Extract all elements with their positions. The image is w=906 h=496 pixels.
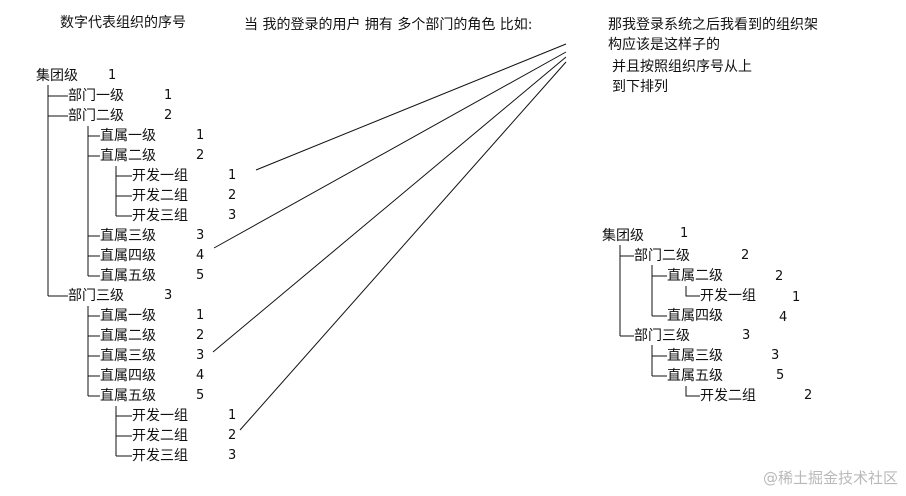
right-dept3-sub1-label: 直属三级 [667, 347, 723, 365]
left-dept1-order: 1 [164, 88, 173, 103]
right-dept3-sub2-label: 直属五级 [667, 367, 723, 385]
left-dept1-label: 部门一级 [68, 87, 124, 105]
left-dept3-group2-label: 开发二组 [132, 427, 188, 445]
right-root-label: 集团级 [602, 227, 644, 245]
left-dept2-group2-label: 开发二组 [132, 187, 188, 205]
left-dept3-direct5-label: 直属五级 [100, 387, 156, 405]
middle-caption: 当 我的登录的用户 拥有 多个部门的角色 比如: [244, 17, 533, 33]
right-dept2-sub1-order: 2 [775, 269, 784, 284]
right-caption-line-1: 那我登录系统之后我看到的组织架 [608, 17, 818, 33]
left-dept2-direct1-label: 直属一级 [100, 127, 156, 145]
left-dept2-direct2-order: 2 [196, 148, 205, 163]
left-dept3-direct4-order: 4 [196, 368, 205, 383]
left-dept2-direct5-order: 5 [196, 268, 205, 283]
right-dept2-sub2-label: 直属四级 [667, 307, 723, 325]
left-dept3-direct2-order: 2 [196, 328, 205, 343]
right-dept3-group-order: 2 [804, 388, 813, 403]
right-dept2-group-label: 开发一组 [700, 287, 756, 305]
left-caption: 数字代表组织的序号 [60, 15, 186, 31]
left-dept3-direct1-order: 1 [196, 308, 205, 323]
left-dept3-direct4-label: 直属四级 [100, 367, 156, 385]
left-root-order: 1 [108, 68, 117, 83]
right-dept3-order: 3 [742, 328, 751, 343]
right-dept3-label: 部门三级 [634, 327, 690, 345]
right-dept3-group-label: 开发二组 [700, 387, 756, 405]
left-dept2-direct2-label: 直属二级 [100, 147, 156, 165]
right-dept3-sub2-order: 5 [776, 368, 785, 383]
pointer-line-2 [213, 51, 567, 249]
left-dept3-label: 部门三级 [68, 287, 124, 305]
right-dept3-sub1-order: 3 [771, 348, 780, 363]
left-dept2-group3-order: 3 [228, 208, 237, 223]
right-dept2-sub2-order: 4 [779, 310, 788, 325]
left-dept3-order: 3 [164, 288, 173, 303]
right-dept2-group-order: 1 [792, 290, 801, 305]
left-dept2-group1-order: 1 [228, 168, 237, 183]
left-dept3-direct3-order: 3 [196, 348, 205, 363]
left-dept2-label: 部门二级 [68, 107, 124, 125]
watermark: @稀土掘金技术社区 [762, 469, 898, 487]
left-dept2-group3-label: 开发三组 [132, 207, 188, 225]
left-dept2-order: 2 [164, 108, 173, 123]
pointer-line-1 [255, 43, 567, 171]
left-dept3-group1-label: 开发一组 [132, 407, 188, 425]
left-tree-connectors [47, 85, 132, 457]
left-dept3-group2-order: 2 [228, 428, 237, 443]
right-caption-line-3: 并且按照组织序号从上 [612, 59, 752, 75]
right-dept3-group-branch [685, 386, 700, 397]
right-root-order: 1 [680, 226, 689, 241]
left-dept2-direct5-label: 直属五级 [100, 267, 156, 285]
right-caption-line-2: 构应该是这样子的 [608, 37, 720, 53]
left-dept2-group2-order: 2 [228, 188, 237, 203]
right-dept2-order: 2 [741, 248, 750, 263]
left-dept2-direct4-label: 直属四级 [100, 247, 156, 265]
left-dept2-direct4-order: 4 [196, 248, 205, 263]
right-caption-line-4: 到下排列 [612, 79, 668, 95]
right-dept2-sub1-label: 直属二级 [667, 267, 723, 285]
right-tree-connectors [619, 244, 700, 397]
pointer-line-4 [239, 61, 567, 431]
left-dept3-direct5-order: 5 [196, 388, 205, 403]
left-dept3-group3-label: 开发三组 [132, 447, 188, 465]
left-dept3-direct3-label: 直属三级 [100, 347, 156, 365]
left-dept3-direct1-label: 直属一级 [100, 307, 156, 325]
left-dept3-direct2-label: 直属二级 [100, 327, 156, 345]
left-dept3-group3-order: 3 [228, 448, 237, 463]
pointer-line-3 [212, 56, 567, 353]
right-dept2-group-branch [685, 286, 700, 297]
left-dept2-direct3-label: 直属三级 [100, 227, 156, 245]
pointer-lines [212, 43, 567, 431]
right-dept2-label: 部门二级 [634, 247, 690, 265]
left-root-label: 集团级 [36, 67, 78, 85]
left-dept3-group1-order: 1 [228, 408, 237, 423]
left-dept2-group1-label: 开发一组 [132, 167, 188, 185]
left-dept2-direct1-order: 1 [196, 128, 205, 143]
left-dept2-direct3-order: 3 [196, 228, 205, 243]
